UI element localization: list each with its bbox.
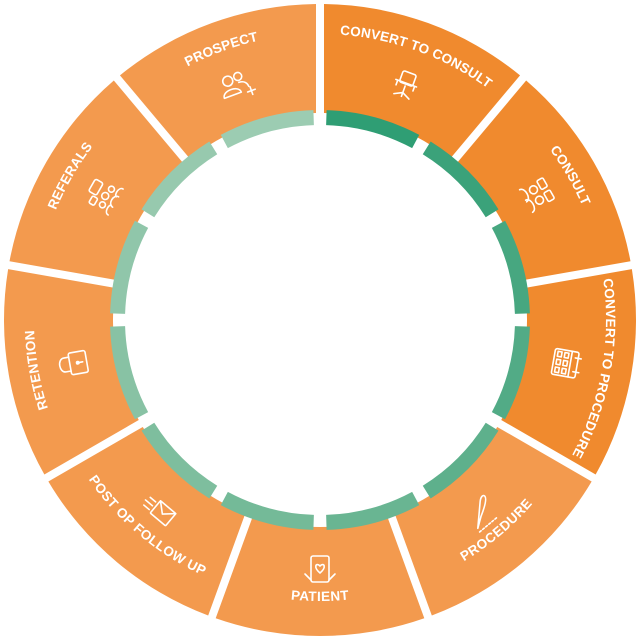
inner-ring-arc bbox=[110, 220, 149, 314]
tablet-heart-icon bbox=[304, 555, 336, 583]
segment-post-op-follow-up bbox=[48, 426, 246, 616]
fast-mail-icon bbox=[143, 496, 177, 527]
inner-ring bbox=[110, 110, 530, 530]
group-chat-icon bbox=[88, 178, 124, 216]
inner-ring-arc bbox=[491, 220, 530, 314]
lock-icon bbox=[58, 349, 89, 376]
inner-ring-arc bbox=[141, 141, 218, 218]
add-user-icon bbox=[221, 71, 256, 100]
calendar-icon bbox=[550, 347, 583, 379]
chair-icon bbox=[393, 70, 418, 100]
consultation-icon bbox=[518, 177, 555, 214]
inner-ring-arc bbox=[422, 422, 499, 499]
inner-ring-arc bbox=[326, 491, 420, 530]
scalpel-icon bbox=[477, 494, 499, 533]
inner-ring-arc bbox=[220, 110, 314, 149]
inner-ring-arc bbox=[326, 110, 420, 149]
segment-patient bbox=[215, 515, 425, 637]
segment-prospect bbox=[119, 4, 317, 159]
outer-segments bbox=[4, 4, 636, 637]
inner-ring-arc bbox=[491, 326, 530, 420]
inner-ring-arc bbox=[220, 491, 314, 530]
inner-ring-arc bbox=[110, 326, 149, 420]
segment-label: PATIENT bbox=[290, 587, 349, 604]
segment-icons bbox=[58, 70, 583, 583]
segment-convert-to-consult bbox=[323, 4, 521, 159]
inner-ring-arc bbox=[422, 141, 499, 218]
inner-ring-arc bbox=[141, 422, 218, 499]
